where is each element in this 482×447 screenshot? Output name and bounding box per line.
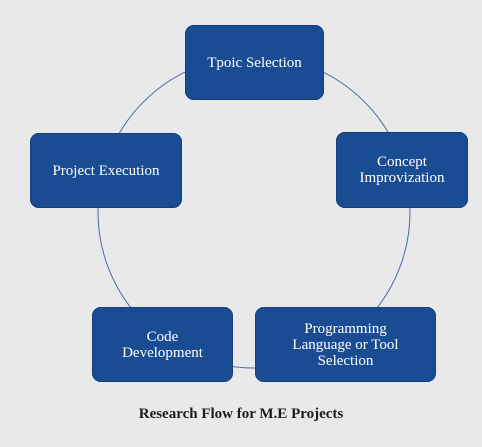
node-topic-selection: Tpoic Selection — [185, 25, 324, 100]
node-code-development: Code Development — [92, 307, 233, 382]
node-programming-language-selection: Programming Language or Tool Selection — [255, 307, 436, 382]
node-project-execution: Project Execution — [30, 133, 182, 208]
node-concept-improvization: Concept Improvization — [336, 132, 468, 208]
diagram-caption: Research Flow for M.E Projects — [138, 406, 344, 422]
